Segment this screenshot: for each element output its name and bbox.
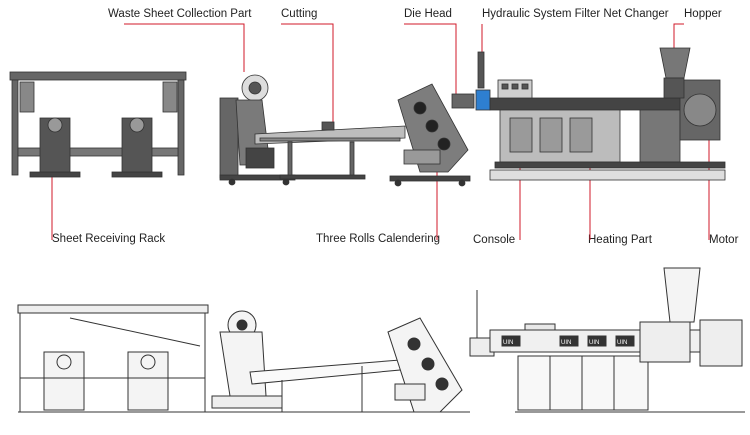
waste-sheet-collection-top	[219, 74, 296, 186]
leader-die-head	[404, 23, 457, 100]
panel-brand-3: UIN	[589, 340, 599, 346]
label-hopper: Hopper	[684, 8, 722, 20]
leader-waste-sheet	[124, 23, 245, 72]
label-die-head: Die Head	[404, 8, 452, 20]
label-three-rolls-calendering: Three Rolls Calendering	[316, 233, 441, 245]
extruder-bottom	[469, 267, 745, 413]
panel-brand-4: UIN	[617, 340, 627, 346]
label-cutting: Cutting	[281, 8, 318, 20]
sheet-receiving-rack-top	[9, 71, 187, 178]
sheet-receiving-rack-bottom	[17, 304, 210, 413]
label-hydraulic-filter: Hydraulic System Filter Net Changer	[482, 8, 669, 20]
panel-brand-1: UIN	[503, 340, 513, 346]
die-head-filter-top	[451, 51, 491, 111]
label-sheet-receiving-rack: Sheet Receiving Rack	[52, 233, 166, 245]
label-heating-part: Heating Part	[588, 234, 652, 246]
three-rolls-calendering-bottom	[380, 317, 470, 413]
label-motor: Motor	[709, 234, 739, 246]
cutting-conveyor-top	[254, 121, 406, 180]
label-console: Console	[473, 234, 516, 246]
three-rolls-calendering-top	[389, 83, 471, 187]
leader-cutting	[281, 23, 334, 125]
leader-hopper	[673, 23, 684, 50]
extruder-body-top	[489, 47, 726, 181]
panel-brand-2: UIN	[561, 340, 571, 346]
waste-sheet-collection-bottom	[210, 310, 290, 413]
label-waste-sheet-collection: Waste Sheet Collection Part	[108, 8, 252, 20]
